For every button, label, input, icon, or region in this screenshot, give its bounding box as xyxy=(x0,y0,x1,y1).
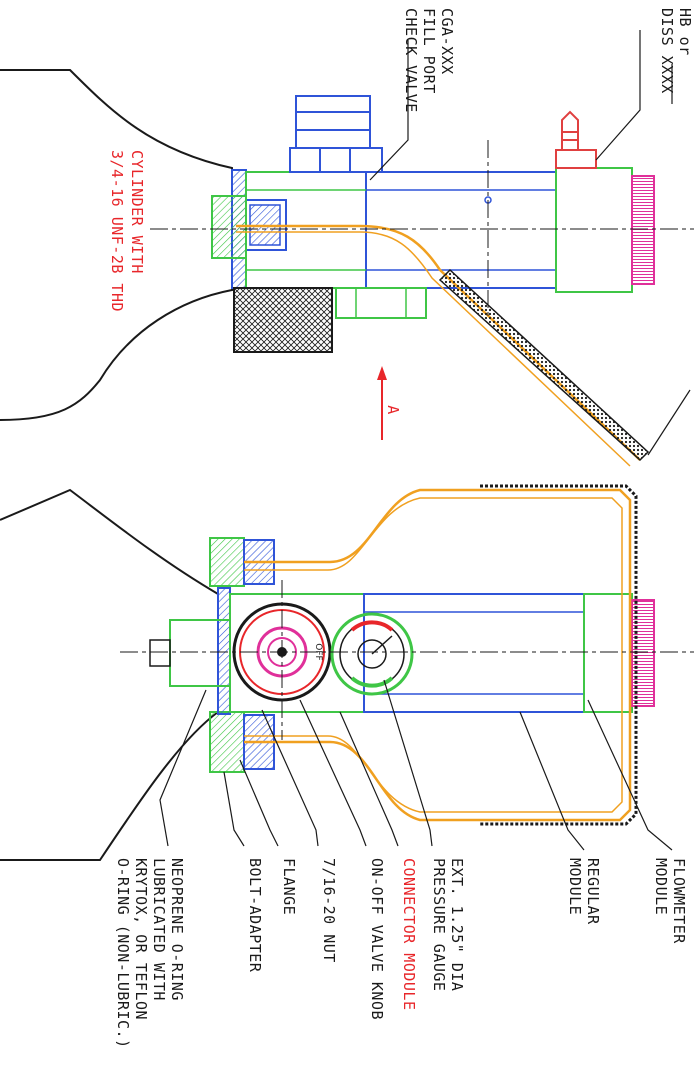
flowmeter-callout-line2: MODULE xyxy=(652,858,670,915)
oring-callout-line4: O-RING (NON-LUBRIC.) xyxy=(114,858,132,1049)
regular-callout-line1: REGULAR xyxy=(584,858,602,925)
outlet-line2: DISS XXXX xyxy=(658,8,676,94)
connector-callout: CONNECTOR MODULE xyxy=(400,858,418,1011)
cylinder-outline-bottom xyxy=(0,488,219,861)
gauge-callout-line1: EXT. 1.25" DIA xyxy=(448,858,466,991)
flowmeter-module-bottom xyxy=(583,593,633,713)
lower-nut-top xyxy=(335,287,427,319)
flange-bottom xyxy=(217,587,231,715)
bolt-callout: BOLT-ADAPTER xyxy=(246,858,264,973)
oring-callout-line2: LUBRICATED WITH xyxy=(150,858,168,1001)
outlet-barb-icon xyxy=(555,110,597,169)
cylinder-label-line1: CYLINDER WITH xyxy=(128,150,146,274)
cylinder-outline-top xyxy=(0,69,233,421)
pressure-gauge-icon xyxy=(330,612,414,696)
cylinder-label-line2: 3/4-16 UNF-2B THD xyxy=(108,150,126,312)
labels: CYLINDER WITH 3/4-16 UNF-2B THD CGA-XXX … xyxy=(108,8,694,1049)
gauge-callout-line2: PRESSURE GAUGE xyxy=(430,858,448,991)
callout-leaders xyxy=(159,679,673,851)
outlet-line1: HB or xyxy=(676,8,694,56)
onoff-knob-top xyxy=(233,287,333,353)
view-arrow-icon: A xyxy=(377,366,402,440)
flowmeter-module-top xyxy=(555,167,633,293)
side-view: A xyxy=(0,30,694,467)
adjust-knob-top xyxy=(631,175,655,285)
tubing-top xyxy=(236,224,641,461)
flowmeter-callout-line1: FLOWMETER xyxy=(670,858,688,944)
knob-callout: ON-OFF VALVE KNOB xyxy=(368,858,386,1020)
regular-callout-line2: MODULE xyxy=(566,858,584,915)
view-arrow-label: A xyxy=(384,405,402,415)
nut-callout: 7/16-20 NUT xyxy=(320,858,338,963)
fill-port-icon xyxy=(289,95,383,173)
fill-port-line2: FILL PORT xyxy=(420,8,438,94)
fill-port-line1: CGA-XXX xyxy=(438,8,456,75)
oring-callout-line1: NEOPRENE O-RING xyxy=(168,858,186,1001)
oring-callout-line3: KRYTOX, OR TEFLON xyxy=(132,858,150,1020)
connector-module-bottom xyxy=(229,593,365,713)
tubing-bottom xyxy=(244,488,632,822)
front-view: OFF xyxy=(0,484,694,861)
flange-callout: FLANGE xyxy=(280,858,298,915)
fill-port-line3: CHECK VALVE xyxy=(402,8,420,113)
